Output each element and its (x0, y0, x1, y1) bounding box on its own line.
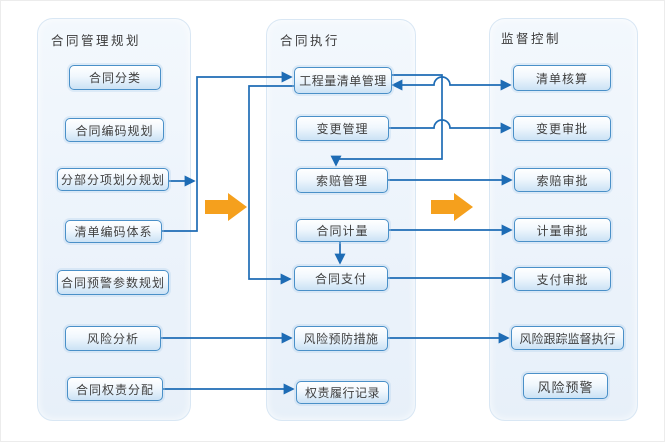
node-contract-measurement: 合同计量 (296, 219, 389, 242)
node-measurement-approval: 计量审批 (514, 218, 611, 242)
connector-boq-coding-to-boq-management (162, 71, 293, 232)
node-claim-management: 索赔管理 (296, 168, 388, 193)
node-contract-coding-plan: 合同编码规划 (65, 118, 164, 142)
node-payment-approval: 支付审批 (514, 267, 611, 291)
node-change-approval: 变更审批 (513, 116, 611, 141)
node-contract-classification: 合同分类 (69, 65, 161, 90)
connector-boq-management-boq-accounting-bidirectional (391, 76, 512, 91)
node-boq-accounting: 清单核算 (513, 65, 611, 91)
panel-title-supervision-control: 监督控制 (501, 31, 562, 46)
node-boq-coding-system: 清单编码体系 (65, 220, 162, 243)
node-risk-analysis: 风险分析 (65, 326, 161, 351)
node-risk-warning: 风险预警 (523, 373, 608, 399)
panel-title-contract-planning: 合同管理规划 (51, 33, 142, 48)
node-risk-tracking-supervision: 风险跟踪监督执行 (511, 326, 624, 350)
connector-boq-management-to-contract-payment (248, 85, 294, 285)
node-responsibility-performance-record: 权责履行记录 (296, 381, 389, 404)
connector-boq-management-to-claim-management (330, 74, 443, 167)
node-risk-prevention-measures: 风险预防措施 (294, 326, 388, 351)
node-contract-responsibility-allocation: 合同权责分配 (67, 377, 163, 401)
stage-arrow-planning-to-execution-icon (205, 193, 247, 221)
node-contract-payment: 合同支付 (294, 266, 388, 291)
node-change-management: 变更管理 (296, 116, 389, 141)
node-wbs-division-plan: 分部分项划分规划 (57, 168, 169, 191)
connector-change-management-to-change-approval (389, 119, 512, 134)
node-contract-warning-params: 合同预警参数规划 (57, 270, 169, 295)
node-boq-management: 工程量清单管理 (294, 67, 392, 94)
stage-arrow-execution-to-supervision-icon (431, 193, 473, 221)
panel-title-contract-execution: 合同执行 (280, 33, 341, 48)
node-claim-approval: 索赔审批 (514, 168, 611, 192)
